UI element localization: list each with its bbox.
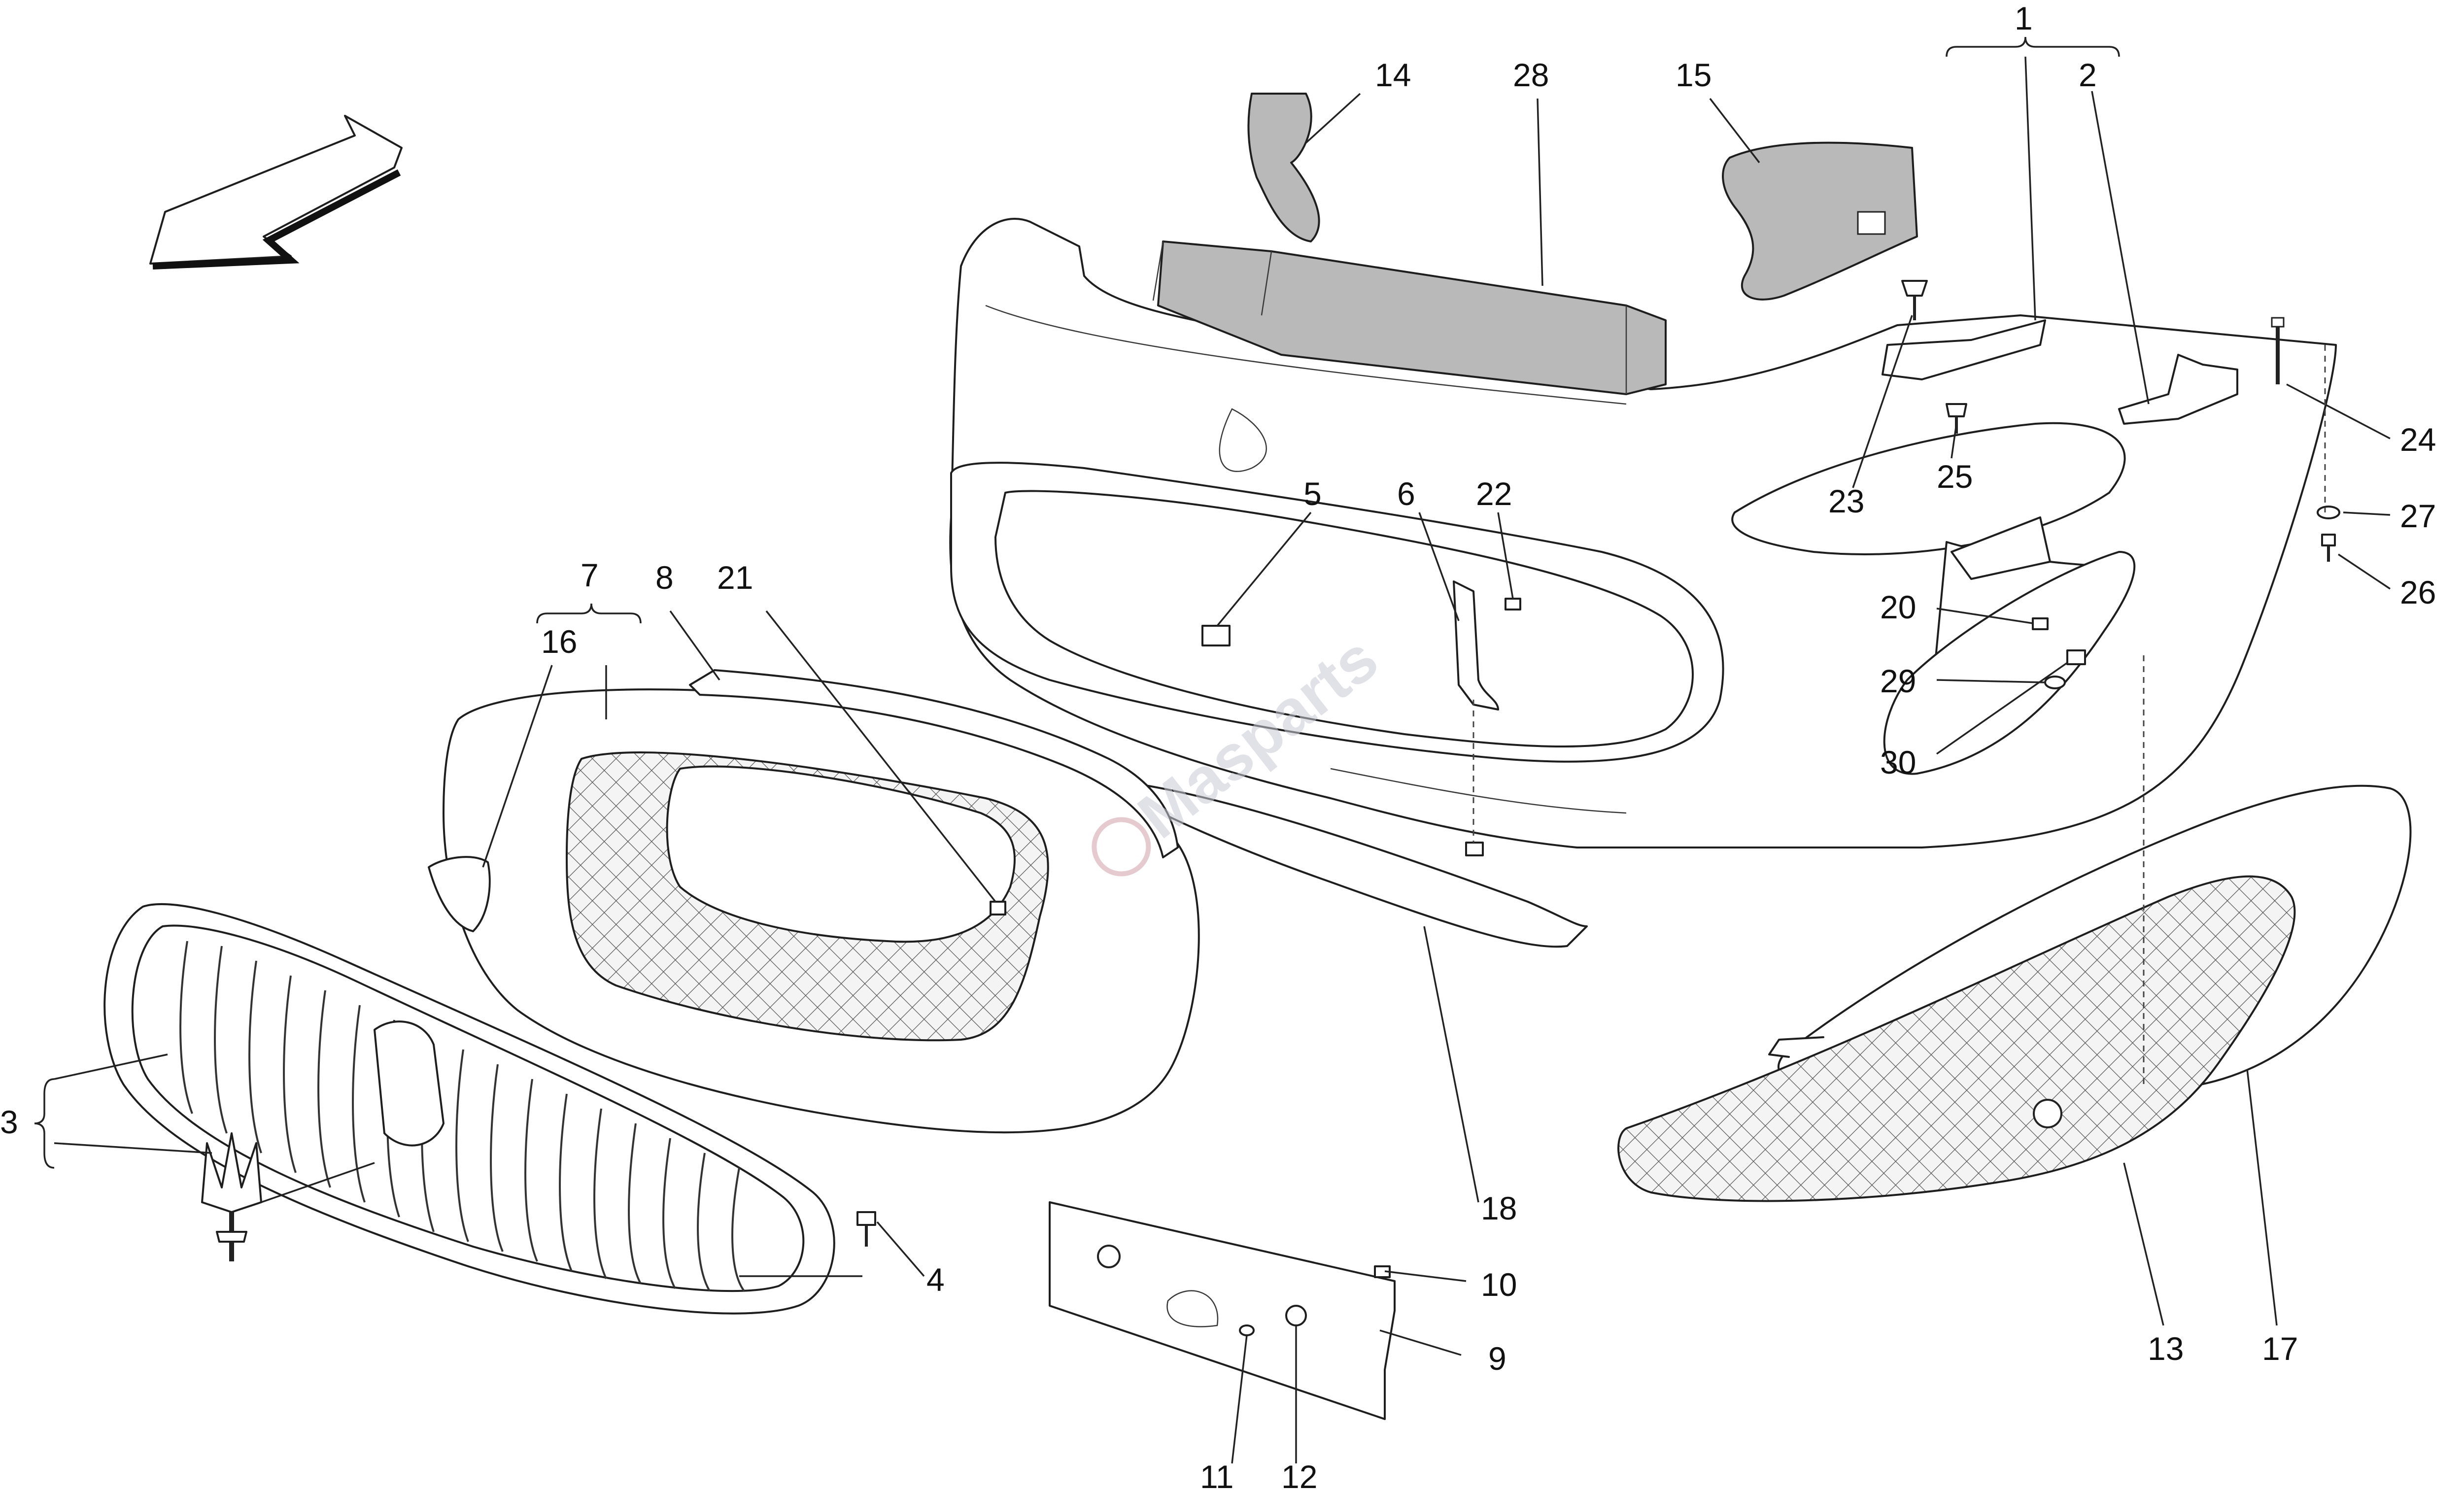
leader-lines [54, 56, 2391, 1464]
group-bracket-7 [536, 603, 642, 624]
group-bracket-3 [34, 1078, 55, 1169]
screw-20 [2032, 617, 2049, 630]
nut-30 [2066, 649, 2086, 665]
callout-13: 13 [2148, 1330, 2184, 1367]
callout-22: 22 [1476, 475, 1512, 512]
callout-26: 26 [2400, 574, 2436, 610]
spoiler-strip-18 [1132, 782, 1588, 948]
nut-11 [1239, 1324, 1255, 1336]
callout-2: 2 [2079, 57, 2097, 93]
callout-30: 30 [1880, 744, 1916, 780]
callout-5: 5 [1303, 475, 1322, 512]
callout-17: 17 [2262, 1330, 2298, 1367]
callout-15: 15 [1676, 57, 1711, 93]
callout-11: 11 [1200, 1458, 1234, 1491]
callout-7: 7 [581, 557, 599, 593]
license-plate-holder-9 [1049, 1201, 1396, 1420]
callout-14: 14 [1375, 57, 1411, 93]
seal-8 [689, 669, 1179, 858]
callout-16: 16 [541, 623, 577, 660]
callout-8: 8 [655, 559, 674, 596]
direction-arrow-icon [149, 115, 403, 270]
screw-24 [2271, 317, 2285, 384]
screw-23 [1901, 280, 1928, 320]
callout-18: 18 [1481, 1190, 1517, 1226]
bracket-1-upper [1882, 319, 2046, 380]
callout-4: 4 [926, 1261, 945, 1298]
trident-emblem-icon [201, 1132, 262, 1261]
callout-20: 20 [1880, 589, 1916, 625]
callout-1: 1 [2015, 0, 2033, 36]
bracket-14 [1247, 93, 1320, 242]
callout-21: 21 [717, 559, 753, 596]
callout-27: 27 [2400, 498, 2436, 534]
screw-26 [2321, 534, 2336, 562]
callout-25: 25 [1937, 458, 1973, 495]
screw-21 [990, 901, 1006, 915]
callout-23: 23 [1828, 483, 1864, 519]
bracket-2 [2118, 354, 2238, 425]
clip-29 [2044, 676, 2066, 689]
screw-18-bottom [1465, 842, 1484, 856]
duct-16 [428, 856, 491, 932]
mesh-insert-13 [1617, 875, 2296, 1202]
callout-12: 12 [1281, 1458, 1317, 1491]
bracket-6 [1453, 580, 1499, 711]
callout-10: 10 [1481, 1266, 1517, 1303]
clip-5 [1201, 625, 1231, 646]
callout-29: 29 [1880, 663, 1916, 699]
callout-9: 9 [1488, 1340, 1506, 1377]
washer-27 [2317, 506, 2340, 519]
screw-4 [856, 1211, 876, 1247]
group-bracket-1 [1946, 36, 2120, 57]
absorber-28 [1152, 240, 1667, 395]
callout-6: 6 [1397, 475, 1415, 512]
bracket-15 [1722, 141, 1918, 301]
bumper-cover [949, 218, 2337, 848]
screw-22 [1505, 598, 1521, 610]
callout-24: 24 [2400, 421, 2436, 458]
callout-3: 3 [0, 1104, 18, 1140]
grille-housing-7 [443, 688, 1200, 1134]
washer-12 [1285, 1305, 1307, 1326]
front-grille-3 [103, 903, 835, 1315]
callout-28: 28 [1513, 57, 1549, 93]
